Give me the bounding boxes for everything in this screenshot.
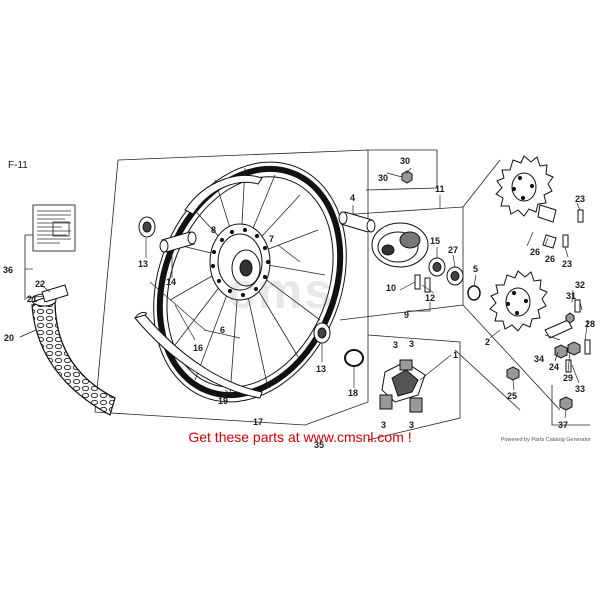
callout-12: 12 — [425, 293, 435, 303]
callout-23: 23 — [562, 259, 572, 269]
flange-bearing — [428, 257, 446, 277]
callout-30: 30 — [378, 173, 388, 183]
callout-30: 30 — [400, 156, 410, 166]
callout-10: 10 — [386, 283, 396, 293]
sheet-label: F-11 — [8, 160, 28, 171]
callout-8: 8 — [211, 225, 216, 235]
callout-31: 31 — [566, 291, 576, 301]
o-ring — [344, 349, 364, 367]
right-bearing — [313, 322, 331, 344]
callout-28: 28 — [585, 319, 595, 329]
callout-18: 18 — [348, 388, 358, 398]
callout-14: 14 — [166, 277, 176, 287]
spacer-washer — [467, 285, 481, 301]
watermark: cms — [228, 263, 335, 319]
left-bearing — [138, 216, 156, 238]
callout-21: 21 — [27, 294, 37, 304]
rim-band — [134, 314, 263, 399]
nuts — [401, 170, 581, 411]
promo-link-text[interactable]: Get these parts at www.cmsnl.com ! — [188, 429, 412, 445]
callout-1: 1 — [453, 350, 458, 360]
callout-7: 7 — [269, 234, 274, 244]
callout-35: 35 — [314, 440, 324, 450]
assembly-outline-lines — [24, 149, 590, 441]
driven-flange — [371, 222, 429, 268]
callout-16: 16 — [193, 343, 203, 353]
callout-5: 5 — [473, 264, 478, 274]
callout-3: 3 — [381, 420, 386, 430]
driven-sprocket-upper — [495, 155, 554, 217]
callout-20: 20 — [4, 333, 14, 343]
callout-26: 26 — [530, 247, 540, 257]
callout-22: 22 — [35, 279, 45, 289]
tube-valve — [34, 284, 69, 303]
lock-plates — [537, 204, 573, 339]
leader-lines — [19, 167, 589, 419]
callout-15: 15 — [430, 236, 440, 246]
callout-11: 11 — [435, 184, 445, 194]
driven-sprocket-lower — [489, 270, 548, 332]
rim-strip-arc — [184, 174, 263, 215]
callout-9: 9 — [404, 310, 409, 320]
callout-25: 25 — [507, 391, 517, 401]
distance-collar — [159, 231, 197, 253]
callout-17: 17 — [253, 417, 263, 427]
oil-seal — [446, 266, 464, 286]
callout-3: 3 — [393, 340, 398, 350]
callout-23: 23 — [575, 194, 585, 204]
callout-37: 37 — [558, 420, 568, 430]
callout-6: 6 — [220, 325, 225, 335]
callout-3: 3 — [409, 420, 414, 430]
callout-36: 36 — [3, 265, 13, 275]
callout-33: 33 — [575, 384, 585, 394]
stud-bolts — [414, 274, 431, 293]
callout-13: 13 — [316, 364, 326, 374]
hub-collar — [338, 211, 376, 233]
callout-24: 24 — [549, 362, 559, 372]
callout-2: 2 — [485, 337, 490, 347]
callout-4: 4 — [350, 193, 355, 203]
damper-rubbers — [379, 359, 426, 413]
callout-numbers: 1 2 3 3 3 3 4 5 6 7 8 9 10 11 12 13 13 1… — [3, 156, 595, 450]
callout-26: 26 — [545, 254, 555, 264]
callout-34: 34 — [534, 354, 544, 364]
callout-3: 3 — [409, 339, 414, 349]
tire — [31, 293, 116, 416]
callout-13: 13 — [138, 259, 148, 269]
rim-band-end — [134, 311, 147, 319]
callout-32: 32 — [575, 280, 585, 290]
callout-29: 29 — [563, 373, 573, 383]
powered-by-credit: Powered by Parts Catalog Generator — [500, 437, 591, 443]
callout-19: 19 — [218, 396, 228, 406]
wheel-hub — [209, 223, 271, 301]
caution-label-card — [32, 204, 76, 252]
callout-27: 27 — [448, 245, 458, 255]
